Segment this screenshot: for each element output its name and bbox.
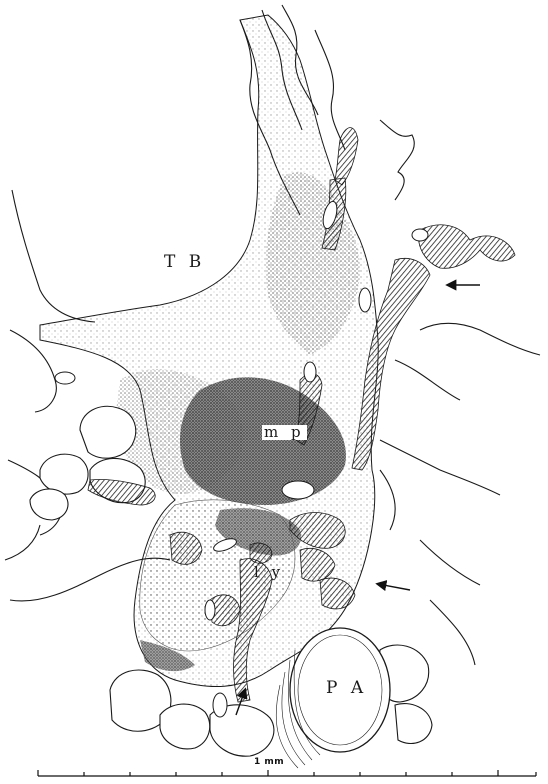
scale-bar-label: 1 mm bbox=[254, 757, 284, 767]
label-ly: l y bbox=[252, 565, 286, 580]
label-tb: T B bbox=[162, 254, 207, 271]
scale-bar bbox=[38, 770, 536, 776]
right-membranes bbox=[380, 323, 540, 665]
arrow-middle-right bbox=[378, 584, 410, 590]
label-pa: P A bbox=[324, 680, 369, 697]
label-mp: m p bbox=[262, 425, 307, 440]
